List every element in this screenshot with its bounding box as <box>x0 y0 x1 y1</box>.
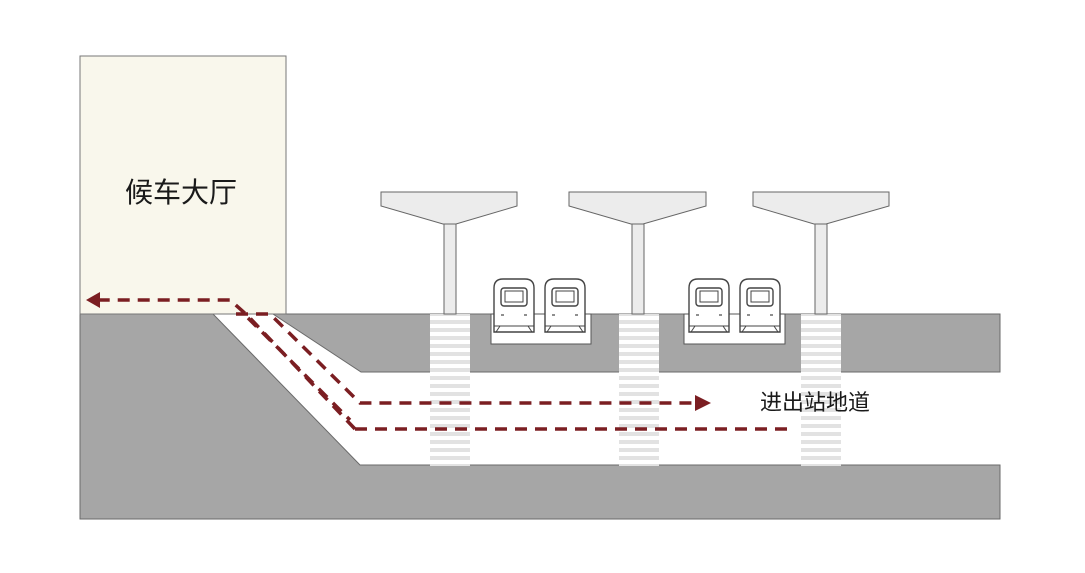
stairway-1 <box>430 314 470 466</box>
route-exit-to-hall <box>86 292 795 431</box>
arrow-head-icon <box>86 292 100 308</box>
route-hall-to-platforms <box>236 312 711 411</box>
train-front-icon <box>493 278 535 333</box>
canopy-2 <box>568 191 707 315</box>
stairway-3 <box>801 314 841 466</box>
arrow-head-icon <box>695 395 711 411</box>
train-front-icon <box>739 278 781 333</box>
waiting-hall-label: 候车大厅 <box>125 176 237 209</box>
waiting-hall <box>79 55 287 315</box>
train-front-icon <box>544 278 586 333</box>
route-ramp-middle <box>246 316 352 422</box>
canopy-3 <box>752 191 890 315</box>
stairway-2 <box>619 314 659 466</box>
underpass-label: 进出站地道 <box>760 391 870 416</box>
canopy-1 <box>380 191 518 315</box>
train-front-icon <box>688 278 730 333</box>
